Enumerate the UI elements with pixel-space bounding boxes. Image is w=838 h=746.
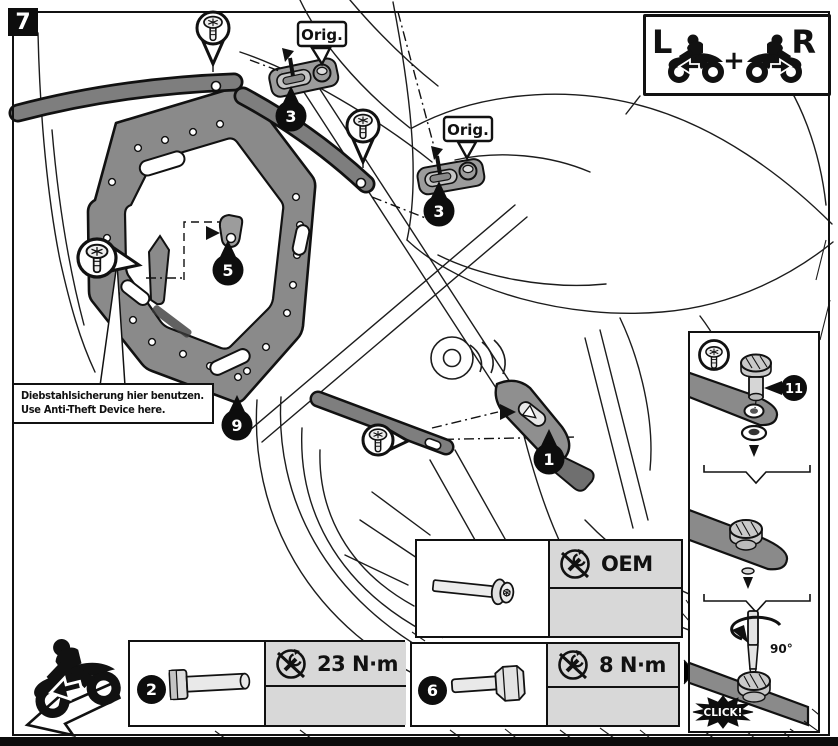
down-arrow-icon: [749, 445, 759, 457]
screw-balloon-left: [76, 237, 143, 279]
plus-sign: +: [723, 46, 745, 76]
pointer-arrow-icon: [206, 226, 220, 240]
callout-5-number: 5: [222, 261, 233, 280]
oem-stud: [435, 155, 442, 175]
anti-theft-line-de: Diebstahlsicherung hier benutzen.: [21, 389, 204, 402]
spec-23-empty-row: [266, 687, 406, 725]
panel-step-turn: 90° CLICK!: [690, 610, 818, 731]
right-label: R: [791, 23, 816, 61]
screw-circle-icon: [698, 339, 730, 371]
orig-callout-rear: Orig.: [442, 115, 494, 161]
carrier-arm-top-rear: [233, 86, 376, 194]
lr-legend: L R +: [643, 14, 831, 96]
lr-legend-art: L R +: [652, 23, 816, 87]
callout-3-front-number: 3: [285, 107, 296, 126]
motorcycle-left-icon: [669, 35, 723, 81]
panel-step-seated: [690, 509, 789, 589]
view-direction-icon: [14, 636, 126, 738]
orig-label: Orig.: [301, 26, 343, 44]
shock-absorber: [430, 336, 506, 380]
adapter-plate-rear: [416, 146, 486, 196]
down-arrow-icon: [743, 577, 753, 589]
step-number-badge: 7: [8, 8, 38, 36]
insert-arrow-icon: [282, 48, 294, 62]
no-wrench-icon: [276, 648, 306, 679]
oem-value: OEM: [601, 552, 653, 576]
adapter-plate-front: [268, 48, 340, 98]
screw-balloon-middle: [345, 108, 381, 166]
callout-6: 6: [418, 676, 447, 705]
bolt-23-cell: 2: [130, 642, 266, 725]
spec-8-cell: 8 N·m: [548, 644, 678, 725]
carrier-arm-lower: [309, 390, 455, 456]
anti-theft-hook-detail: [146, 213, 244, 280]
page-border: [12, 11, 830, 736]
callout-3-rear: 3: [423, 181, 455, 227]
callout-11-number: 11: [785, 382, 803, 397]
spec-8-empty-row: [548, 688, 678, 725]
spec-23-cell: 23 N·m: [266, 642, 406, 725]
no-wrench-icon: [560, 549, 590, 579]
panel-step-insert: 11: [690, 353, 807, 457]
callout-3-rear-number: 3: [433, 202, 444, 221]
detail-panel-art: 11: [690, 339, 818, 731]
detail-panel: 11: [688, 331, 820, 733]
torque-23-value: 23 N·m: [317, 651, 398, 676]
screw-balloon-lower: [361, 423, 412, 457]
torque-table-23: 2 23 N·m: [128, 640, 406, 727]
bolt-8-cell: 6: [412, 644, 548, 725]
torque-table-oem: OEM: [415, 539, 683, 638]
torque-table-8: 6 8 N·m: [410, 642, 680, 727]
callout-1-number: 1: [543, 450, 554, 469]
hex-bolt-icon: [450, 664, 526, 702]
left-label: L: [652, 23, 672, 61]
spec-8-row: 8 N·m: [548, 644, 678, 688]
orig-callout-front: Orig.: [296, 20, 348, 67]
oem-bolt-icon: [431, 578, 515, 606]
carrier-slots: [120, 150, 311, 376]
torque-8-value: 8 N·m: [599, 653, 666, 677]
click-label: CLICK!: [704, 707, 743, 719]
washer: [740, 424, 768, 442]
callout-9: 9: [221, 395, 253, 441]
next-step-divider: [703, 594, 811, 614]
brand-embossing: [151, 305, 192, 338]
carrier-tab: [147, 234, 171, 306]
callout-1: 1: [533, 429, 565, 475]
oem-bolt-cell: [417, 541, 550, 636]
callout-2: 2: [137, 675, 166, 704]
next-step-divider: [703, 465, 811, 485]
anti-theft-line-en: Use Anti-Theft Device here.: [21, 403, 166, 416]
orig-label: Orig.: [447, 121, 489, 139]
oem-empty-row: [550, 589, 681, 636]
rotation-angle: 90°: [770, 642, 793, 656]
click-burst: CLICK!: [692, 695, 754, 729]
pointer-arrow-icon: [500, 404, 516, 420]
oem-spec-cell: OEM: [550, 541, 681, 636]
rotate-arrow-icon: [730, 615, 782, 641]
carrier-arm-top-front: [8, 72, 244, 123]
quicklock-pin: [740, 353, 772, 409]
callout-9-number: 9: [231, 416, 242, 435]
bottom-bar: [0, 737, 838, 746]
no-wrench-icon: [558, 650, 588, 680]
callout-11: 11: [764, 375, 807, 401]
slot-arrow-icon: [521, 404, 537, 419]
side-carrier: [86, 85, 317, 404]
socket-bolt-icon: [168, 668, 251, 701]
oem-spec-row: OEM: [550, 541, 681, 589]
step-number: 7: [15, 9, 31, 35]
screw-balloon-top: [195, 10, 231, 68]
insert-arrow-icon: [431, 146, 443, 160]
oem-stud: [288, 57, 295, 77]
anti-theft-text: Diebstahlsicherung hier benutzen. Use An…: [21, 390, 204, 417]
anti-theft-label: Diebstahlsicherung hier benutzen. Use An…: [12, 383, 214, 424]
spec-23-row: 23 N·m: [266, 642, 406, 687]
callout-3-front: 3: [275, 86, 307, 132]
callout-5: 5: [212, 240, 244, 286]
